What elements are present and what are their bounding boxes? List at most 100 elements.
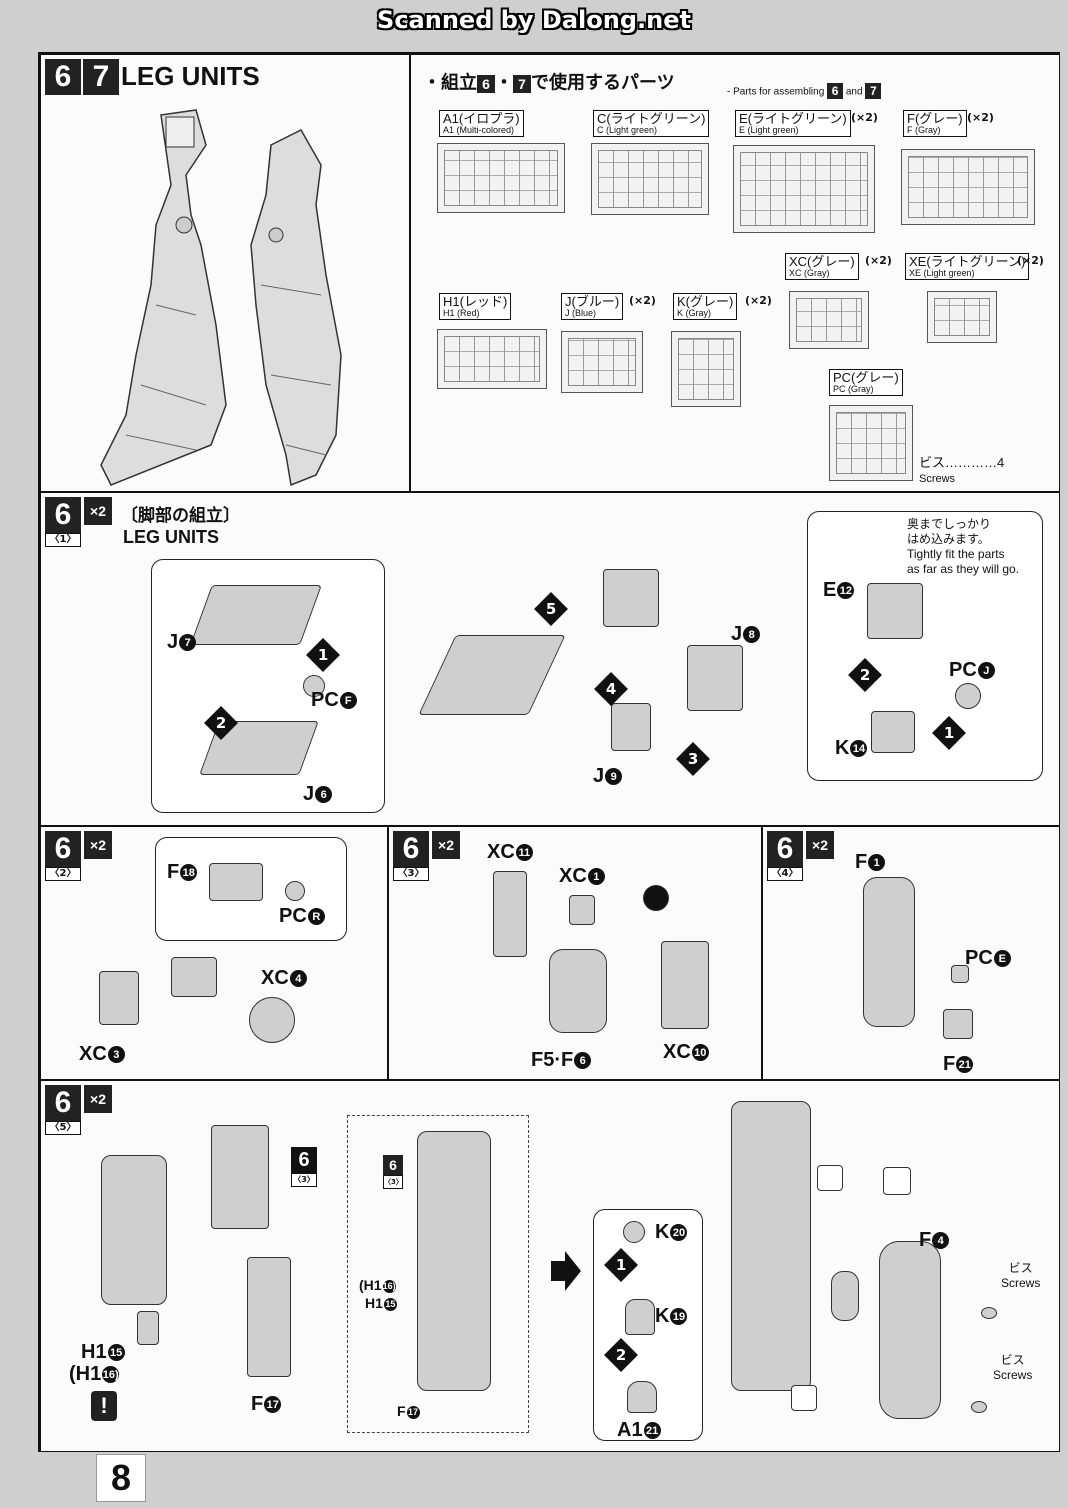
screw-bottom [971, 1401, 987, 1413]
ref-step-sub: 〈3〉 [291, 1173, 317, 1187]
runner-label-h1: H1(レッド)H1 (Red) [439, 293, 512, 320]
ankle-subassembly-callout [807, 511, 1043, 781]
step-6-4-sub: 〈4〉 [767, 867, 803, 881]
order-badge-3: 3 [676, 742, 710, 776]
runner-label-xe: XE(ライトグリーン)XE (Light green) [905, 253, 1030, 280]
parts-title-jp-suffix: で使用するパーツ [531, 72, 675, 93]
runner-qty-k: (×2) [745, 294, 772, 307]
step-6-1-title-en: LEG UNITS [123, 527, 220, 547]
part-f21 [943, 1009, 973, 1039]
screw-top [981, 1307, 997, 1319]
runner-label-a1: A1(イロプラ)A1 (Multi-colored) [439, 110, 524, 137]
grease-icon [643, 885, 669, 911]
step-6-2-multiplier: ×2 [84, 831, 112, 859]
inset-ref-step-sub: 〈3〉 [383, 1175, 403, 1189]
part-j9 [611, 703, 651, 751]
parts-title-en: - Parts for assembling [727, 86, 825, 98]
parts-en-step-6: 6 [827, 83, 844, 99]
runner-j [561, 331, 643, 393]
step-6-2-sub: 〈2〉 [45, 867, 81, 881]
part-j8 [687, 645, 743, 711]
part-knee-unit [211, 1125, 269, 1229]
order-badge-5: 5 [534, 592, 568, 626]
part-f18 [209, 863, 263, 901]
step-6-1-number: 6 [45, 497, 81, 533]
part-xc10 [661, 941, 709, 1029]
step-6-5-sub: 〈5〉 [45, 1121, 81, 1135]
runner-xc [789, 291, 869, 349]
step-6-5-multiplier: ×2 [84, 1085, 112, 1113]
runner-label-e: E(ライトグリーン)E (Light green) [735, 110, 851, 137]
screws-count: 4 [997, 455, 1005, 470]
step-6-2-number: 6 [45, 831, 81, 867]
next-arrow-icon [551, 1251, 581, 1291]
leg-illustration-left [100, 109, 227, 486]
runner-qty-f: (×2) [967, 111, 994, 124]
step-6-4-multiplier: ×2 [806, 831, 834, 859]
runner-xe [927, 291, 997, 343]
step-6-3-number: 6 [393, 831, 429, 867]
step-6-3-multiplier: ×2 [432, 831, 460, 859]
parts-title-jp-sep: ・ [495, 72, 513, 93]
parts-step-7: 7 [513, 75, 531, 93]
runner-label-k: K(グレー)K (Gray) [673, 293, 738, 320]
part-xc3 [99, 971, 139, 1025]
screws-label-jp: ビス [919, 455, 946, 470]
runner-a1 [437, 143, 565, 213]
part-h1-15 [137, 1311, 159, 1345]
part-xc4 [249, 997, 295, 1043]
parts-title-jp-prefix: ・組立 [423, 72, 477, 93]
part-leg-frame-main [731, 1101, 811, 1391]
part-xc11 [493, 871, 527, 957]
inset-ref-step-number: 6 [383, 1155, 403, 1175]
runner-e [733, 145, 875, 233]
part-a1-21 [627, 1381, 657, 1413]
part-pc-r [285, 881, 305, 901]
cement-icon-2 [791, 1385, 817, 1411]
runner-h1 [437, 329, 547, 389]
part-pc-j [955, 683, 981, 709]
runner-label-pc: PC(グレー)PC (Gray) [829, 369, 903, 396]
runner-label-j: J(ブルー)J (Blue) [561, 293, 624, 320]
step-6-1-multiplier: ×2 [84, 497, 112, 525]
inset-label-h1-16: (H116) [359, 1277, 396, 1293]
part-f17 [247, 1257, 291, 1377]
part-f5-f6 [549, 949, 607, 1033]
order-badge-4: 4 [594, 672, 628, 706]
grease-icon-2 [883, 1167, 911, 1195]
parts-title-en-and: and [845, 86, 863, 98]
assembled-view-box [347, 1115, 529, 1433]
parts-step-6: 6 [477, 75, 495, 93]
part-thruster-assembled [831, 1271, 859, 1321]
step-6-4-number: 6 [767, 831, 803, 867]
step-6-1-title-jp: 〔脚部の組立〕 [121, 506, 240, 525]
part-j7 [190, 585, 322, 645]
part-hip-ball [171, 957, 217, 997]
screws-dots: ………… [945, 455, 998, 470]
leg-illustration-right [250, 129, 342, 487]
